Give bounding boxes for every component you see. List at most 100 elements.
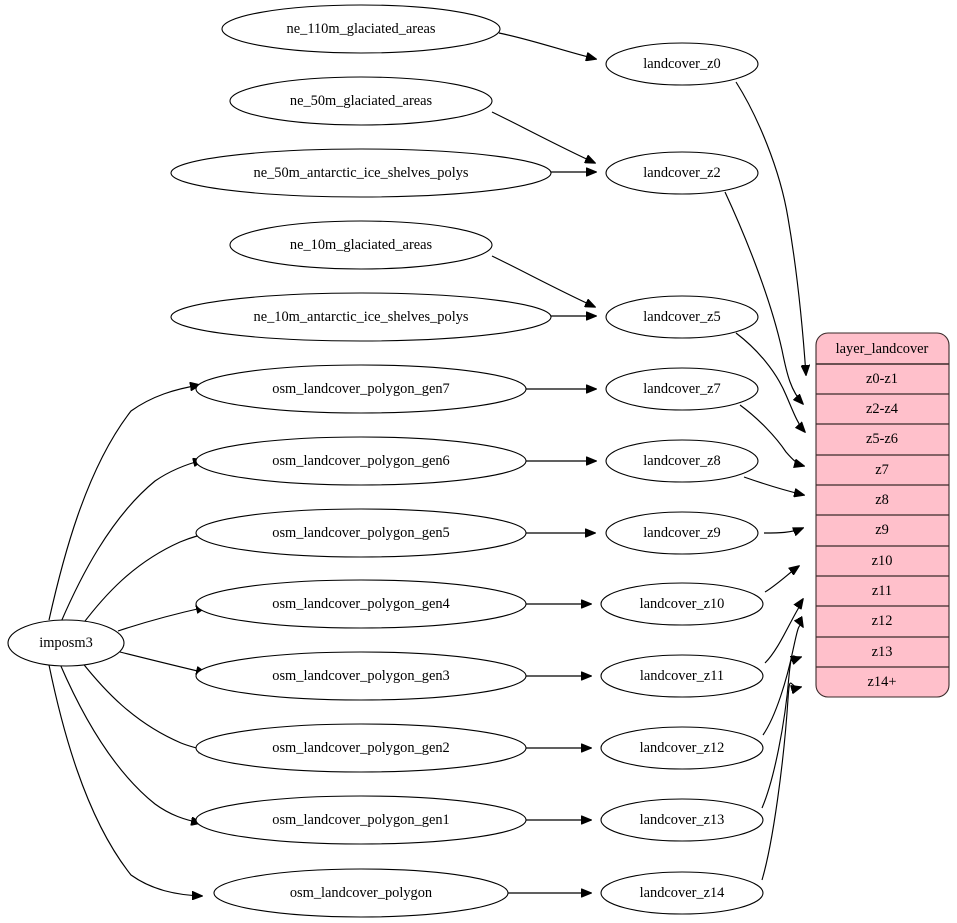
node-label: osm_landcover_polygon	[290, 885, 432, 901]
node-landcover_z14[interactable]: landcover_z14	[600, 871, 764, 915]
node-label: landcover_z14	[640, 885, 725, 901]
node-ne_110m_glaciated_areas[interactable]: ne_110m_glaciated_areas	[221, 4, 501, 54]
table-row[interactable]: z2-z4	[816, 401, 949, 425]
table-row[interactable]: z13	[816, 644, 949, 668]
node-imposm3[interactable]: imposm3	[7, 619, 125, 667]
edge-ne50glac-z2	[491, 111, 595, 163]
node-osm_landcover_polygon_gen6[interactable]: osm_landcover_polygon_gen6	[195, 436, 527, 486]
table-row-label: z12	[872, 613, 893, 629]
node-osm_landcover_polygon_gen1[interactable]: osm_landcover_polygon_gen1	[195, 795, 527, 845]
node-label: osm_landcover_polygon_gen1	[272, 812, 449, 828]
table-row[interactable]: z0-z1	[816, 371, 949, 395]
edge-group-view-to-layer	[724, 81, 806, 881]
table-row-label: z2-z4	[866, 401, 898, 417]
node-label: imposm3	[39, 635, 93, 651]
node-label: landcover_z13	[640, 812, 725, 828]
node-landcover_z2[interactable]: landcover_z2	[605, 151, 759, 195]
node-label: osm_landcover_polygon_gen3	[272, 668, 449, 684]
node-label: landcover_z0	[643, 56, 721, 72]
node-landcover_z9[interactable]: landcover_z9	[605, 511, 759, 555]
edge-group-imposm3	[48, 385, 214, 896]
node-landcover_z0[interactable]: landcover_z0	[605, 42, 759, 86]
node-label: osm_landcover_polygon_gen5	[272, 525, 449, 541]
edge-imposm3-gen3	[119, 651, 206, 673]
node-landcover_z5[interactable]: landcover_z5	[605, 295, 759, 339]
edge-z2-row-z2z4	[724, 191, 803, 404]
table-row-label: z11	[872, 583, 892, 599]
node-landcover_z10[interactable]: landcover_z10	[600, 582, 764, 626]
table-row-label: z0-z1	[866, 371, 898, 387]
node-label: osm_landcover_polygon_gen7	[272, 381, 449, 397]
table-row-label: z13	[872, 644, 893, 660]
node-landcover_z12[interactable]: landcover_z12	[600, 726, 764, 770]
node-label: osm_landcover_polygon_gen4	[272, 596, 449, 612]
table-header-row: layer_landcover	[816, 341, 949, 365]
node-label: ne_10m_glaciated_areas	[290, 237, 433, 253]
edge-z13-row-z13	[761, 655, 801, 809]
edge-imposm3-gen1	[59, 663, 201, 823]
node-label: ne_110m_glaciated_areas	[287, 21, 436, 37]
table-row[interactable]: z7	[816, 462, 949, 486]
node-osm_landcover_polygon_gen2[interactable]: osm_landcover_polygon_gen2	[195, 723, 527, 773]
edge-group-natural-earth	[491, 32, 596, 316]
edge-z5-row-z5z6	[735, 332, 805, 432]
table-row[interactable]: z12	[816, 613, 949, 638]
table-row-label: z7	[875, 462, 889, 478]
node-ne_10m_antarctic_ice_shelves_polys[interactable]: ne_10m_antarctic_ice_shelves_polys	[170, 292, 552, 342]
node-ne_10m_glaciated_areas[interactable]: ne_10m_glaciated_areas	[229, 220, 493, 270]
edge-z8-row-z8	[743, 476, 804, 495]
edge-z10-row-z10	[764, 566, 799, 593]
edge-imposm3-polygon	[48, 664, 202, 896]
node-label: landcover_z9	[643, 525, 721, 541]
node-osm_landcover_polygon_gen7[interactable]: osm_landcover_polygon_gen7	[195, 364, 527, 414]
node-label: ne_50m_antarctic_ice_shelves_polys	[254, 165, 469, 181]
table-row-label: z8	[875, 492, 889, 508]
node-osm_landcover_polygon_gen3[interactable]: osm_landcover_polygon_gen3	[195, 651, 527, 701]
table-row-label: z14+	[868, 674, 897, 690]
node-label: landcover_z11	[640, 668, 724, 684]
node-landcover_z13[interactable]: landcover_z13	[600, 798, 764, 842]
node-osm_landcover_polygon_gen4[interactable]: osm_landcover_polygon_gen4	[195, 579, 527, 629]
node-label: ne_50m_glaciated_areas	[290, 93, 433, 109]
edge-group-osm-to-view	[507, 389, 596, 893]
edge-imposm3-gen6	[60, 460, 203, 623]
edge-imposm3-gen7	[48, 385, 200, 621]
node-label: landcover_z10	[640, 596, 725, 612]
table-title: layer_landcover	[836, 341, 929, 357]
node-label: landcover_z12	[640, 740, 725, 756]
node-osm_landcover_polygon_gen5[interactable]: osm_landcover_polygon_gen5	[195, 508, 527, 558]
edge-z9-row-z9	[763, 528, 803, 533]
edge-imposm3-gen5	[81, 532, 214, 626]
edge-z7-row-z7	[739, 404, 804, 466]
table-row[interactable]: z8	[816, 492, 949, 516]
node-label: osm_landcover_polygon_gen2	[272, 740, 449, 756]
table-row-label: z10	[872, 553, 893, 569]
edge-ne110-z0	[498, 32, 596, 59]
node-osm_landcover_polygon[interactable]: osm_landcover_polygon	[213, 868, 509, 918]
edge-z0-row-z0z1	[735, 81, 806, 375]
edge-ne10glac-z5	[491, 255, 595, 307]
edge-z12-row-z12	[762, 625, 803, 736]
edge-imposm3-gen4	[117, 607, 206, 632]
node-label: landcover_z7	[643, 381, 721, 397]
table-row[interactable]: z14+	[868, 674, 897, 690]
node-label: osm_landcover_polygon_gen6	[272, 453, 449, 469]
node-landcover_z8[interactable]: landcover_z8	[605, 439, 759, 483]
node-ne_50m_antarctic_ice_shelves_polys[interactable]: ne_50m_antarctic_ice_shelves_polys	[170, 148, 552, 198]
table-row[interactable]: z5-z6	[816, 431, 949, 456]
node-landcover_z11[interactable]: landcover_z11	[600, 654, 764, 698]
node-label: landcover_z8	[643, 453, 721, 469]
node-label: landcover_z2	[643, 165, 721, 181]
node-label: ne_10m_antarctic_ice_shelves_polys	[254, 309, 469, 325]
table-row-label: z9	[875, 522, 889, 538]
node-landcover_z7[interactable]: landcover_z7	[605, 367, 759, 411]
table-row[interactable]: z11	[816, 583, 949, 607]
table-row[interactable]: z9	[816, 522, 949, 547]
layer-landcover-table[interactable]: layer_landcover z0-z1 z2-z4 z5-z6 z7 z8	[815, 332, 950, 698]
edge-imposm3-gen2	[80, 660, 209, 751]
table-row[interactable]: z10	[816, 553, 949, 577]
node-label: landcover_z5	[643, 309, 721, 325]
edge-z14-row-z14plus	[761, 682, 801, 881]
node-ne_50m_glaciated_areas[interactable]: ne_50m_glaciated_areas	[229, 76, 493, 126]
